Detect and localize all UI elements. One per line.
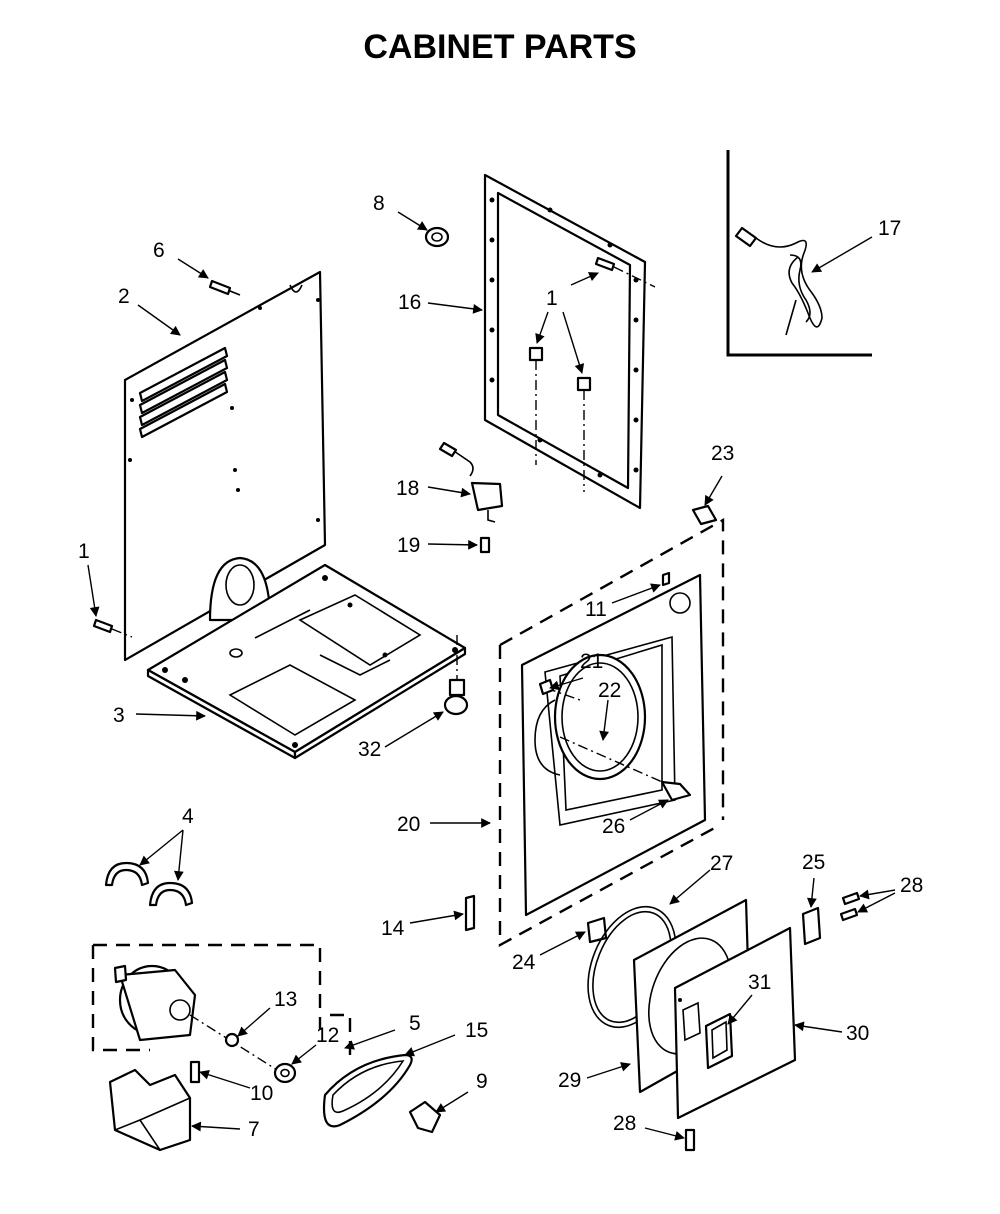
callout-14: 14	[381, 917, 405, 940]
diagram-title: CABINET PARTS	[363, 28, 636, 66]
screw-19	[479, 536, 491, 554]
screw-10	[189, 1060, 201, 1084]
callout-31: 31	[748, 971, 771, 994]
timer-knob	[424, 226, 450, 248]
callout-19: 19	[397, 534, 420, 557]
callout-16: 16	[398, 291, 421, 314]
callout-30: 30	[846, 1022, 869, 1045]
callout-15: 15	[465, 1019, 488, 1042]
callout-29: 29	[558, 1069, 581, 1092]
cabinet-base	[146, 556, 467, 760]
callout-18: 18	[396, 477, 419, 500]
callout-24: 24	[512, 951, 536, 974]
drive-belt	[322, 1053, 413, 1128]
door-switch	[438, 441, 504, 523]
motor-mount	[108, 1068, 192, 1152]
pulley-12	[273, 1062, 297, 1084]
screw-6	[208, 279, 241, 296]
callout-23: 23	[711, 442, 734, 465]
motor-clamps	[104, 861, 194, 907]
rear-panel-louvers	[138, 346, 229, 439]
part-9	[408, 1100, 442, 1134]
clip-23	[691, 504, 718, 526]
screws-28-right	[839, 891, 861, 922]
screw-28-bottom	[684, 1128, 696, 1152]
screw-1-left	[92, 618, 133, 638]
callout-7: 7	[248, 1118, 260, 1141]
screw-set-1	[528, 256, 656, 492]
callout-21: 21	[580, 650, 603, 673]
callout-2: 2	[118, 285, 130, 308]
callout-25: 25	[802, 851, 825, 874]
callout-22: 22	[598, 679, 621, 702]
callout-28-right: 28	[900, 874, 923, 897]
callout-3: 3	[113, 704, 125, 727]
callout-labels: 8 6 2 16 1 17 18 19 23 11 21 22 1 3 32 2…	[78, 192, 923, 1141]
power-cord-inset	[726, 150, 872, 357]
callout-10: 10	[250, 1082, 273, 1105]
callout-1-left: 1	[78, 540, 90, 563]
callout-8: 8	[373, 192, 385, 215]
callout-12: 12	[316, 1024, 339, 1047]
callout-4: 4	[182, 805, 194, 828]
hinge-25	[801, 906, 822, 946]
callout-28-bottom: 28	[613, 1112, 636, 1135]
drive-motor	[91, 943, 352, 1076]
callout-13: 13	[274, 988, 297, 1011]
leveling-leg	[443, 635, 469, 716]
callout-11: 11	[585, 598, 607, 621]
callout-1-top: 1	[546, 287, 558, 310]
front-panel	[498, 517, 725, 948]
callout-9: 9	[476, 1070, 488, 1093]
clip-24	[586, 916, 608, 944]
callout-17: 17	[878, 217, 901, 240]
front-panel-frame	[483, 173, 647, 510]
callout-5: 5	[409, 1012, 421, 1035]
callout-27: 27	[710, 852, 733, 875]
callout-26: 26	[602, 815, 625, 838]
callout-20: 20	[397, 813, 420, 836]
callout-6: 6	[153, 239, 165, 262]
nut-13	[224, 1032, 240, 1048]
rear-panel	[123, 270, 327, 662]
callout-32: 32	[358, 738, 381, 761]
leader-lines	[87, 211, 896, 1141]
clip-14	[464, 894, 476, 932]
